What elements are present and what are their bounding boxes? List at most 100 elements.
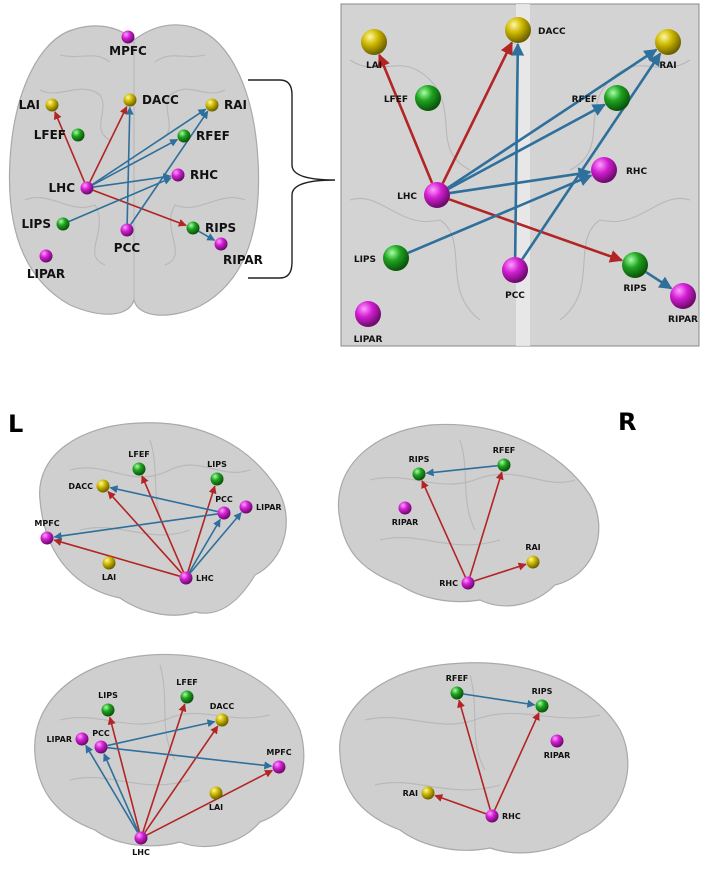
edge-rhc-rai [434, 794, 487, 815]
edge-lhc-rfef [92, 138, 179, 186]
node-label-lai: LAI [209, 803, 223, 812]
node-label-lhc: LHC [196, 574, 214, 583]
node-lhc [424, 182, 450, 208]
node-label-rips: RIPS [205, 221, 236, 235]
node-label-lips: LIPS [98, 691, 118, 700]
zoom-bracket [248, 79, 336, 279]
node-dacc [215, 713, 229, 727]
node-rfef [497, 458, 511, 472]
node-label-lips: LIPS [21, 217, 51, 231]
node-rhc [171, 168, 185, 182]
edge-lhc-dacc [89, 106, 128, 183]
node-label-lfef: LFEF [34, 128, 66, 142]
node-dacc [123, 93, 137, 107]
node-label-ripar: RIPAR [544, 751, 571, 760]
edge-lhc-lipar [189, 512, 242, 574]
edge-lhc-pcc [103, 753, 140, 833]
edge-lhc-lai [54, 111, 86, 183]
node-label-rfef: RFEF [493, 446, 516, 455]
node-label-rfef: RFEF [196, 129, 230, 143]
node-dacc [505, 17, 531, 43]
edge-pcc-mpfc [107, 746, 273, 770]
node-label-pcc: PCC [92, 729, 110, 738]
node-lai [361, 29, 387, 55]
edge-pcc-dacc [109, 485, 218, 513]
node-label-rhc: RHC [502, 812, 521, 821]
node-label-dacc: DACC [142, 93, 179, 107]
edge-lhc-lips [187, 485, 217, 573]
node-lhc [179, 571, 193, 585]
edge-lhc-rai [91, 108, 207, 186]
node-lfef [132, 462, 146, 476]
node-rips [622, 252, 648, 278]
node-label-mpfc: MPFC [34, 519, 59, 528]
edges-layer [53, 41, 673, 836]
node-label-rhc: RHC [626, 167, 647, 177]
edge-pcc-dacc [511, 42, 525, 258]
node-rips [412, 467, 426, 481]
edge-lips-rhc [407, 174, 593, 255]
edge-lhc-rai [447, 48, 658, 189]
node-ripar [550, 734, 564, 748]
edge-lhc-dacc [144, 725, 219, 834]
edge-rhc-rfef [457, 699, 491, 810]
node-rhc [485, 809, 499, 823]
node-dacc [96, 479, 110, 493]
right-hemisphere-label: R [618, 408, 636, 436]
node-label-lai: LAI [19, 98, 40, 112]
node-label-lfef: LFEF [128, 450, 150, 459]
edge-lhc-mpfc [146, 769, 274, 836]
node-ripar [214, 237, 228, 251]
node-label-mpfc: MPFC [266, 748, 291, 757]
edge-lips-rhc [68, 177, 172, 223]
node-mpfc [272, 760, 286, 774]
edge-rips-ripar [645, 270, 673, 290]
node-rai [655, 29, 681, 55]
node-lips [383, 245, 409, 271]
node-rfef [604, 85, 630, 111]
node-rips [186, 221, 200, 235]
node-label-dacc: DACC [538, 27, 566, 37]
node-lipar [39, 249, 53, 263]
node-label-rfef: RFEF [446, 674, 469, 683]
node-label-rai: RAI [659, 61, 676, 71]
node-label-rfef: RFEF [572, 95, 597, 105]
node-label-rips: RIPS [532, 687, 553, 696]
edge-pcc-rai [129, 110, 209, 226]
node-lfef [180, 690, 194, 704]
node-ripar [398, 501, 412, 515]
node-label-rhc: RHC [190, 168, 218, 182]
node-lips [210, 472, 224, 486]
node-label-lhc: LHC [397, 192, 417, 202]
node-label-ripar: RIPAR [392, 518, 419, 527]
edge-rhc-rips [493, 712, 540, 811]
node-rfef [177, 129, 191, 143]
edge-lhc-rips [92, 189, 187, 227]
panel-bottom-right-brain [339, 662, 629, 854]
node-lai [45, 98, 59, 112]
node-rai [421, 786, 435, 800]
panel-mid-left-brain [39, 422, 287, 616]
node-label-lips: LIPS [207, 460, 227, 469]
node-pcc [502, 257, 528, 283]
node-label-pcc: PCC [505, 291, 525, 301]
node-label-lhc: LHC [49, 181, 76, 195]
node-pcc [120, 223, 134, 237]
node-label-lipar: LIPAR [256, 503, 282, 512]
node-lhc [134, 831, 148, 845]
node-lips [101, 703, 115, 717]
node-label-lai: LAI [366, 61, 382, 71]
node-label-lipar: LIPAR [27, 267, 65, 281]
node-label-lhc: LHC [132, 848, 150, 857]
edge-lhc-rfef [447, 103, 606, 190]
edge-rfef-rips [425, 464, 498, 477]
edge-rhc-rips [421, 480, 467, 578]
edge-lhc-lipar [85, 744, 139, 833]
edge-lhc-lips [107, 716, 141, 832]
edge-lhc-rips [448, 198, 624, 263]
node-label-dacc: DACC [68, 482, 93, 491]
edge-pcc-dacc [125, 106, 134, 224]
node-label-rhc: RHC [439, 579, 458, 588]
node-label-lipar: LIPAR [46, 735, 72, 744]
